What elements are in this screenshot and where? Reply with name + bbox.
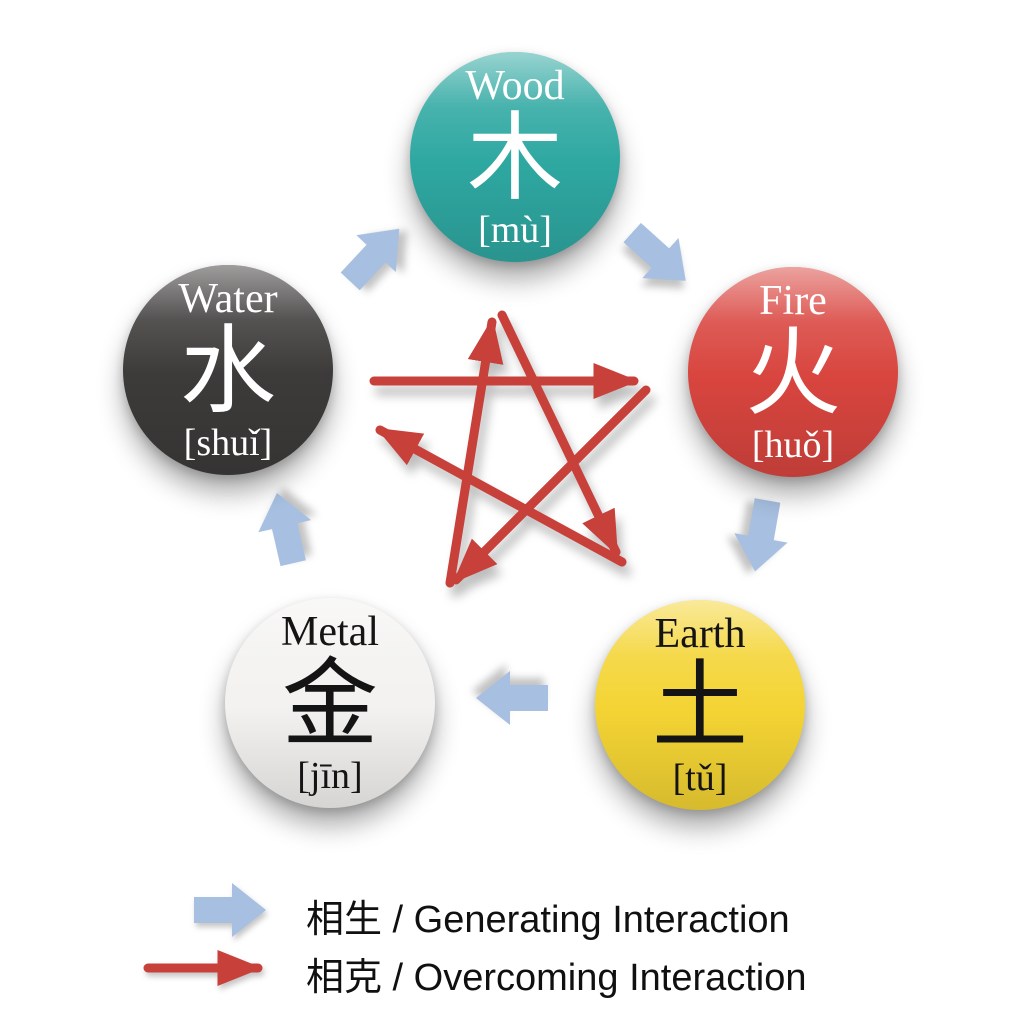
element-wood-hanzi: 木 [467,104,563,212]
element-metal: Metal 金 [jīn] [225,598,435,808]
element-water-pinyin: [shuǐ] [183,421,273,464]
generating-arrow-earth-metal [476,671,548,725]
generating-arrow-water-wood [340,228,400,291]
element-water-name: Water [178,275,278,322]
overcoming-arrow-metal-wood [445,317,504,588]
element-metal-hanzi: 金 [282,650,378,758]
element-earth-pinyin: [tǔ] [672,756,728,799]
element-fire-pinyin: [huǒ] [751,423,835,466]
element-earth-name: Earth [654,610,746,657]
generating-arrow-wood-fire [623,222,686,281]
element-wood-name: Wood [465,62,565,109]
overcoming-arrow-fire-metal [451,385,651,585]
element-fire-name: Fire [759,277,827,324]
element-wood-pinyin: [mù] [478,208,552,251]
legend-overcoming-label: 相克 / Overcoming Interaction [306,957,807,999]
element-metal-name: Metal [281,608,379,655]
overcoming-arrow-earth-water [375,425,627,567]
element-earth-hanzi: 土 [652,652,748,760]
element-earth: Earth 土 [tǔ] [595,600,805,810]
overcoming-arrows [369,310,651,588]
element-fire: Fire 火 [huǒ] [688,267,898,477]
overcoming-arrow-wood-earth [497,310,621,557]
element-water-hanzi: 水 [180,317,276,425]
generating-arrow-metal-water [258,493,311,567]
element-metal-pinyin: [jīn] [297,754,363,797]
legend-generating-label: 相生 / Generating Interaction [306,899,790,941]
element-fire-hanzi: 火 [745,319,841,427]
element-wood: Wood 木 [mù] [410,52,620,262]
legend-generating-arrow-icon [194,883,266,937]
element-water: Water 水 [shuǐ] [123,265,333,475]
generating-arrow-fire-earth [734,498,788,572]
